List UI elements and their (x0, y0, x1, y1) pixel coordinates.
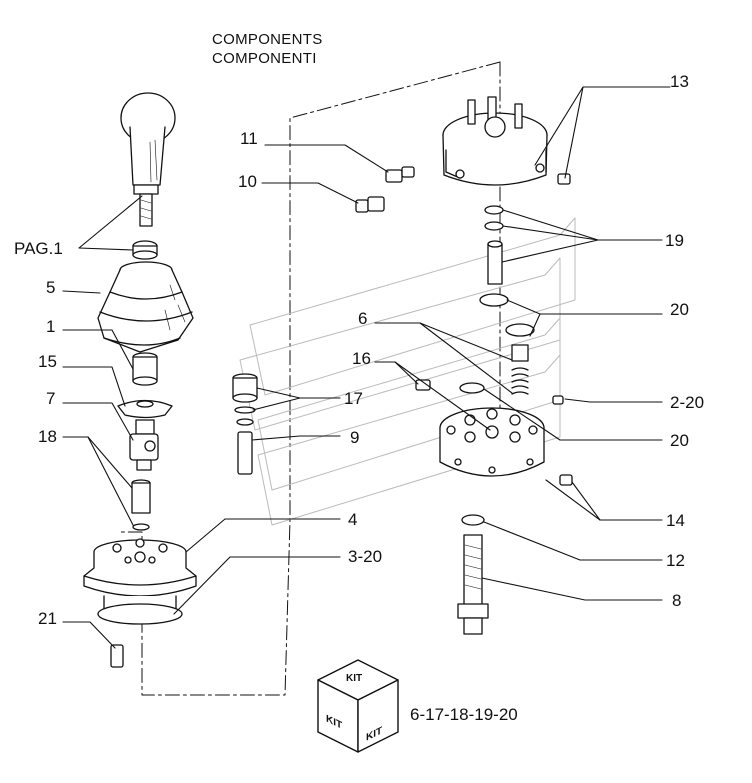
boot-shade (164, 284, 186, 331)
callout-20-upper: 20 (670, 300, 689, 319)
callout-12: 12 (666, 551, 685, 570)
callout-3-20: 3-20 (348, 547, 383, 566)
callout-2-20: 2-20 (670, 393, 705, 412)
callout-15: 15 (38, 352, 57, 371)
screw-13-part (557, 173, 571, 185)
fitting-10-part (355, 196, 385, 213)
callout-9: 9 (350, 428, 360, 447)
callout-16: 16 (352, 349, 371, 368)
callout-8: 8 (672, 591, 682, 610)
pin-part (131, 479, 151, 531)
spring-20-part (459, 323, 535, 395)
part-2-20 (552, 395, 564, 405)
diagram-title: COMPONENTS (212, 31, 323, 48)
part-16 (415, 379, 431, 391)
stud-thread (464, 544, 482, 590)
kit-cube-icon (317, 659, 399, 753)
stud-8-part (457, 534, 489, 635)
washer-part (117, 399, 173, 419)
joint-part (129, 419, 159, 471)
nut-part (132, 240, 158, 260)
callout-pag1: PAG.1 (14, 239, 63, 258)
callout-18: 18 (38, 427, 57, 446)
callout-11: 11 (240, 129, 258, 148)
plunger-17-part (232, 373, 258, 426)
screw-14-part (559, 474, 573, 486)
callout-5: 5 (46, 278, 56, 297)
callout-7: 7 (46, 389, 56, 408)
boot-part (97, 261, 194, 353)
kit-top-label: KIT (346, 673, 363, 684)
callout-10: 10 (238, 172, 257, 191)
plug-part (110, 644, 124, 668)
diagram-subtitle: COMPONENTI (212, 50, 317, 67)
block-part (439, 407, 545, 477)
callout-13: 13 (670, 72, 689, 91)
callout-4: 4 (348, 510, 358, 529)
knob-shade (140, 139, 158, 220)
washer-12-part (461, 514, 485, 526)
kit-code: 6-17-18-19-20 (410, 705, 518, 724)
callout-17: 17 (344, 389, 363, 408)
callout-20-lower: 20 (670, 431, 689, 450)
callout-6: 6 (358, 309, 368, 328)
bushing-part (132, 352, 158, 386)
callout-21: 21 (38, 609, 57, 628)
pin-9-part (237, 431, 253, 475)
callout-1: 1 (46, 317, 56, 336)
callout-14: 14 (666, 511, 685, 530)
callout-19: 19 (665, 231, 684, 250)
ring-part (97, 595, 183, 625)
fitting-11-part (385, 166, 415, 183)
spool-19-part (479, 205, 509, 307)
housing-part (442, 96, 548, 186)
body-part (83, 538, 197, 597)
leader-lines (62, 86, 671, 649)
